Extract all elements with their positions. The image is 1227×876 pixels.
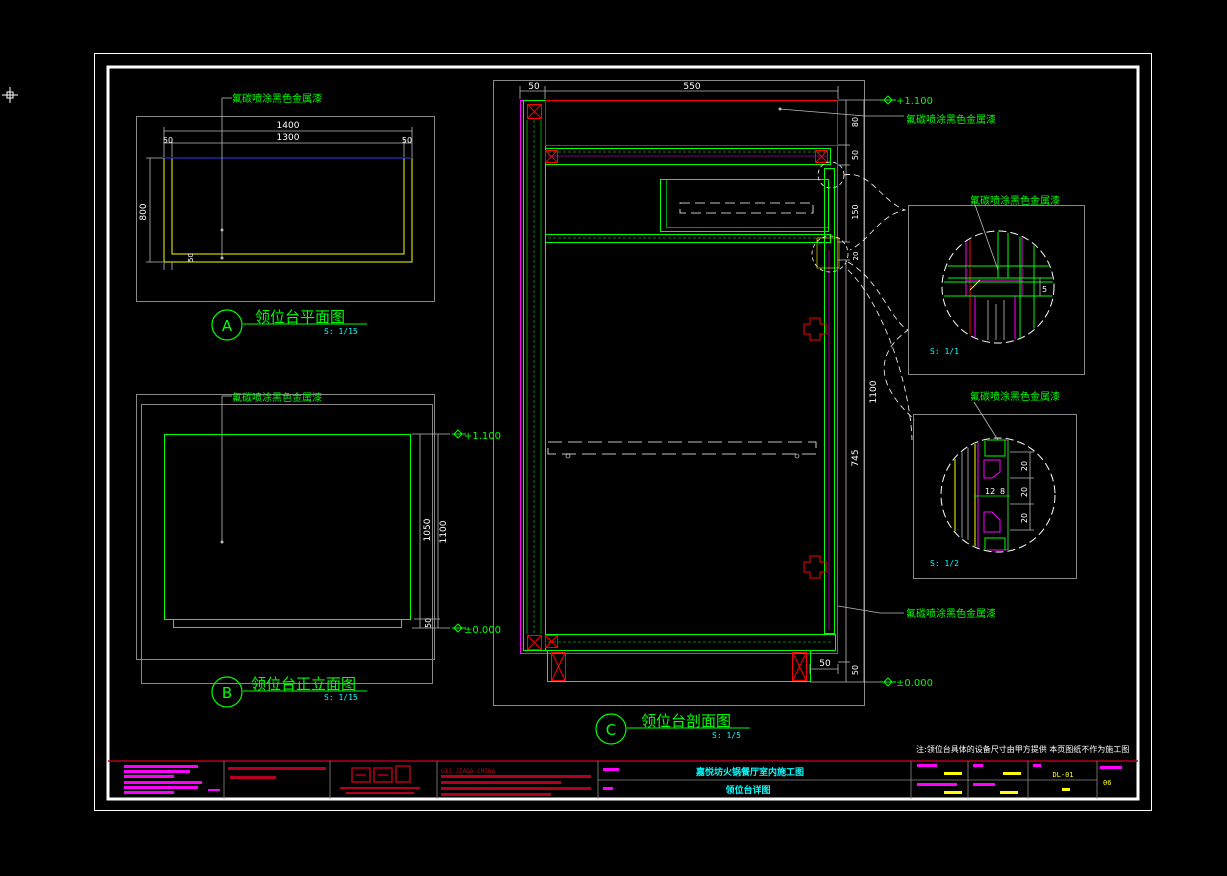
project-name: 嘉悦坊火锅餐厅室内施工图 <box>695 766 804 778</box>
section-dim-right-7: 50 <box>851 665 860 675</box>
section-dim-right-6: 745 <box>851 449 861 466</box>
detail2-material-label: 氟碳喷涂黑色金属漆 <box>970 390 1060 403</box>
detail1-dim: 5 <box>1042 285 1047 294</box>
detail-2-view: 氟碳喷涂黑色金属漆 20 20 20 12 8 S: 1/2 <box>913 390 1077 579</box>
plan-material-label: 氟碳喷涂黑色金属漆 <box>232 92 322 105</box>
plan-dim-depth: 800 <box>139 203 149 220</box>
detail2-dim-2: 20 <box>1020 487 1029 497</box>
section-blocking <box>527 104 828 681</box>
sheet-outer-border <box>94 53 1152 811</box>
section-dim-bottom: 50 <box>819 659 831 669</box>
plan-scale: S: 1/15 <box>324 327 358 336</box>
section-dim-top-2: 550 <box>683 82 700 92</box>
company-name: GSJ-JIADA.CHINA <box>441 768 496 775</box>
front-elevation-view: 氟碳喷涂黑色金属漆 +1.100 ±0.000 1050 1100 50 B 领… <box>136 391 501 708</box>
plan-badge: A <box>222 317 233 335</box>
sheet-note: 注:领位台具体的设备尺寸由甲方提供 本页图纸不作为施工图 <box>916 744 1129 754</box>
front-level-bottom: ±0.000 <box>464 625 501 636</box>
plan-dim-right: 50 <box>402 136 412 145</box>
front-material-label: 氟碳喷涂黑色金属漆 <box>232 391 322 404</box>
front-dim-base: 50 <box>424 618 433 628</box>
section-dim-right-5: 1100 <box>869 380 879 403</box>
plan-title: 领位台平面图 <box>255 308 345 326</box>
detail2-dim-5: 8 <box>1000 487 1005 496</box>
detail1-material-label: 氟碳喷涂黑色金属漆 <box>970 194 1060 207</box>
front-badge: B <box>222 684 232 702</box>
section-badge: C <box>606 721 616 739</box>
detail2-scale: S: 1/2 <box>930 559 959 568</box>
title-block: GSJ-JIADA.CHINA 嘉悦坊火锅餐厅室内施工图 领位台详图 DL-01… <box>108 760 1138 799</box>
company-logo-icon <box>351 765 411 783</box>
detail2-dim-4: 12 <box>985 487 995 496</box>
section-level-bottom: ±0.000 <box>896 678 933 689</box>
section-title: 领位台剖面图 <box>641 712 731 730</box>
sheet-inner-border <box>106 65 1140 801</box>
front-dim-total: 1100 <box>439 520 449 543</box>
plan-badge-circle <box>211 309 243 341</box>
section-label-top: 氟碳喷涂黑色金属漆 <box>906 113 996 126</box>
plan-dim-overall: 1400 <box>277 121 300 131</box>
section-dim-right-3: 150 <box>851 204 860 219</box>
sheet-number: 06 <box>1103 779 1111 787</box>
drawing-name: 领位台详图 <box>725 784 770 796</box>
plan-view: 氟碳喷涂黑色金属漆 1400 1300 50 50 800 50 A 领位台平面… <box>136 92 435 341</box>
crosshair-cursor-icon <box>2 87 18 103</box>
section-label-bottom: 氟碳喷涂黑色金属漆 <box>906 607 996 620</box>
drawing-number: DL-01 <box>1052 771 1073 779</box>
plan-dim-inner: 1300 <box>277 133 300 143</box>
section-view: 50 550 80 50 150 20 1100 745 50 50 +1.10… <box>493 80 996 745</box>
front-dim-height: 1050 <box>423 518 433 541</box>
callout-clouds <box>843 174 916 441</box>
section-dim-right-2: 50 <box>851 150 860 160</box>
section-dim-right-4: 20 <box>852 252 860 261</box>
detail-1-view: 氟碳喷涂黑色金属漆 5 S: 1/1 <box>908 194 1085 375</box>
front-title: 领位台正立面图 <box>251 675 356 693</box>
section-dim-top-1: 50 <box>528 82 540 92</box>
plan-dim-thickness: 50 <box>187 253 195 262</box>
section-level-top: +1.100 <box>896 96 933 107</box>
detail2-dim-1: 20 <box>1020 461 1029 471</box>
front-scale: S: 1/15 <box>324 693 358 702</box>
section-scale: S: 1/5 <box>712 731 741 740</box>
detail1-scale: S: 1/1 <box>930 347 959 356</box>
plan-dim-left: 50 <box>163 136 173 145</box>
section-dim-right-1: 80 <box>851 117 860 127</box>
front-level-top: +1.100 <box>464 431 501 442</box>
detail2-dim-3: 20 <box>1020 513 1029 523</box>
